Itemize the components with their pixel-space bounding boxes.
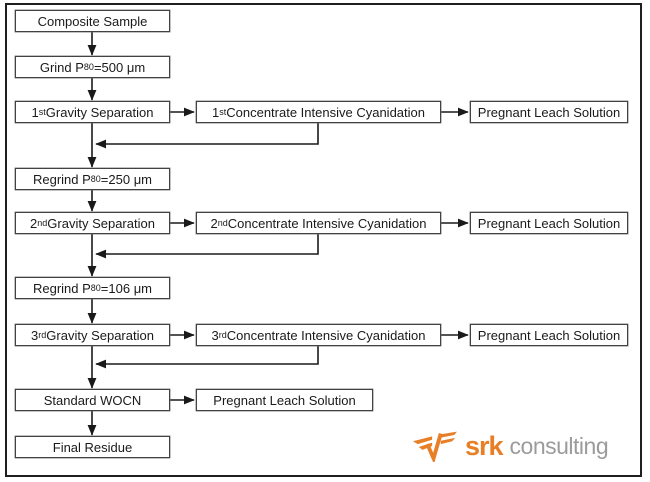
node-label: Concentrate Intensive Cyanidation xyxy=(226,327,426,343)
node-label: Pregnant Leach Solution xyxy=(477,327,621,343)
node-label: Pregnant Leach Solution xyxy=(477,215,621,231)
srk-bird-icon xyxy=(412,431,458,462)
node-final-residue: Final Residue xyxy=(15,436,170,458)
node-label: Concentrate Intensive Cyanidation xyxy=(226,104,425,120)
node-label: Pregnant Leach Solution xyxy=(477,104,621,120)
node-composite-sample: Composite Sample xyxy=(15,10,170,32)
node-label: =250 μm xyxy=(100,171,153,187)
node-label: 2 xyxy=(210,215,218,231)
node-label: =500 μm xyxy=(93,59,146,75)
node-label: Composite Sample xyxy=(37,13,148,29)
node-label: 3 xyxy=(31,327,39,343)
node-pregnant-leach-solution-3: Pregnant Leach Solution xyxy=(470,324,628,346)
logo-brand-text: srk xyxy=(465,430,504,461)
node-label: Concentrate Intensive Cyanidation xyxy=(227,215,427,231)
node-label: Regrind P xyxy=(32,280,91,296)
node-label: 3 xyxy=(211,327,219,343)
node-label: =106 μm xyxy=(100,280,153,296)
edge-cyanidation2-return xyxy=(95,234,319,259)
node-label: Gravity Separation xyxy=(47,215,155,231)
node-label: 2 xyxy=(30,215,38,231)
edge-cyanidation1-return xyxy=(95,123,319,149)
srk-consulting-logo: srk consulting xyxy=(412,427,609,465)
node-label: Gravity Separation xyxy=(46,327,154,343)
node-label: Gravity Separation xyxy=(45,104,154,120)
node-label: Pregnant Leach Solution xyxy=(213,392,356,408)
node-label: Grind P xyxy=(39,59,84,75)
node-label: Final Residue xyxy=(52,439,133,455)
node-label: 1 xyxy=(212,104,220,120)
node-label: 1 xyxy=(31,104,39,120)
node-pregnant-leach-solution-4: Pregnant Leach Solution xyxy=(196,389,373,411)
node-standard-wocn: Standard WOCN xyxy=(15,389,170,411)
node-label: Standard WOCN xyxy=(43,392,142,408)
edge-cyanidation3-return xyxy=(95,346,319,369)
node-pregnant-leach-solution-2: Pregnant Leach Solution xyxy=(470,212,628,234)
logo-word-text: consulting xyxy=(509,432,609,459)
node-label: Regrind P xyxy=(32,171,91,187)
node-pregnant-leach-solution-1: Pregnant Leach Solution xyxy=(470,101,628,123)
